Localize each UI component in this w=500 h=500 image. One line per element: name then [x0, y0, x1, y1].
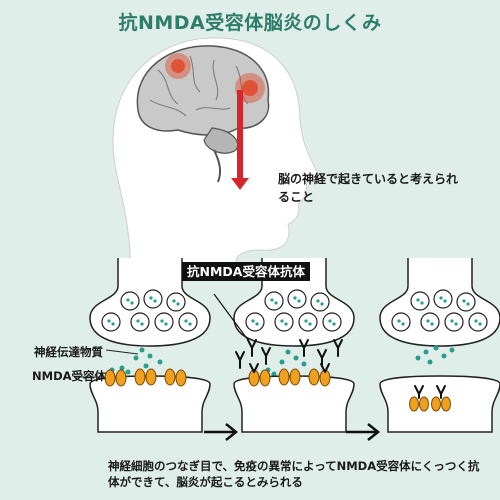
neurotransmitter-dots: [265, 349, 307, 377]
page-title: 抗NMDA受容体脳炎のしくみ: [118, 12, 382, 34]
right-arrow-icon: [204, 423, 239, 441]
vesicles: [391, 289, 488, 332]
bound-antibodies: [249, 363, 330, 373]
brain-note: 脳の神経で起きていると考えられること: [278, 172, 459, 204]
nmda-receptors: [104, 368, 187, 387]
synapse-antibody: [213, 258, 355, 433]
neurotransmitter-label: 神経伝達物質: [34, 345, 103, 359]
antibody-label: 抗NMDA受容体抗体: [182, 262, 310, 281]
antibody-pointer: [213, 293, 249, 341]
nt-pointer: [105, 349, 139, 355]
receptor-label: NMDA受容体: [32, 369, 107, 383]
synapse-normal: [74, 258, 211, 433]
caption: 神経細胞のつなぎ目で、免疫の異常によってNMDA受容体にくっつく抗体ができて、脳…: [108, 459, 480, 489]
inflammation-spot-frontal: [165, 53, 191, 79]
vesicles: [101, 289, 198, 332]
neurotransmitter-dots: [415, 345, 455, 365]
antibodies: [235, 339, 343, 369]
nmda-receptors: [248, 368, 331, 387]
vesicles: [245, 289, 342, 332]
right-arrow-icon: [346, 423, 381, 441]
synapse-internalized: [379, 258, 500, 433]
internalized-receptors: [409, 385, 451, 412]
brain-illustration: [136, 45, 270, 183]
down-arrow-icon: [231, 90, 249, 190]
